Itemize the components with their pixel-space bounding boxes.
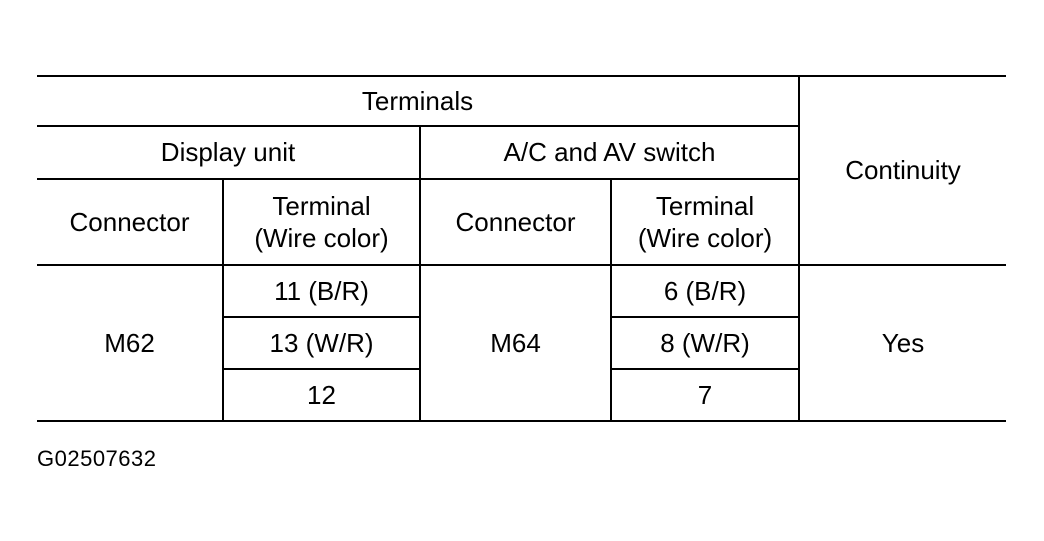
switch-header: A/C and AV switch	[419, 125, 800, 180]
switch-terminal-header: Terminal (Wire color)	[610, 178, 800, 266]
switch-terminal-cell: 6 (B/R)	[610, 264, 800, 318]
display-unit-header: Display unit	[37, 125, 421, 180]
table-row: M62 11 (B/R) M64 6 (B/R) Yes	[37, 264, 1006, 422]
display-terminal-header-line1: Terminal	[272, 190, 371, 221]
continuity-header: Continuity	[798, 75, 1006, 266]
switch-terminal-cell: 7	[610, 368, 800, 422]
table-row: 13 (W/R) 8 (W/R)	[37, 316, 1006, 370]
display-terminal-cell: 13 (W/R)	[223, 316, 421, 370]
display-connector-header: Connector	[37, 178, 224, 266]
continuity-cell: Yes	[798, 264, 1006, 422]
table-row: 12 7	[37, 368, 1006, 422]
continuity-table: Terminals Continuity Display unit A/C an…	[37, 75, 1006, 422]
header-row-devices: Display unit A/C and AV switch	[37, 125, 1006, 180]
switch-terminal-cell: 8 (W/R)	[610, 316, 800, 370]
display-connector-cell: M62	[37, 264, 224, 422]
display-terminal-cell: 12	[223, 368, 421, 422]
display-terminal-header-line2: (Wire color)	[254, 223, 389, 253]
header-row-terminals: Terminals Continuity	[37, 75, 1006, 266]
switch-connector-cell: M64	[419, 264, 612, 422]
terminals-header: Terminals	[37, 75, 800, 127]
header-row-columns: Connector Terminal (Wire color) Connecto…	[37, 178, 1006, 266]
figure-code: G02507632	[37, 446, 157, 471]
display-terminal-cell: 11 (B/R)	[222, 264, 421, 318]
switch-terminal-header-line1: Terminal	[655, 190, 755, 221]
display-terminal-header: Terminal (Wire color)	[222, 178, 421, 266]
switch-connector-header: Connector	[419, 178, 612, 266]
switch-terminal-header-line2: (Wire color)	[637, 223, 773, 253]
